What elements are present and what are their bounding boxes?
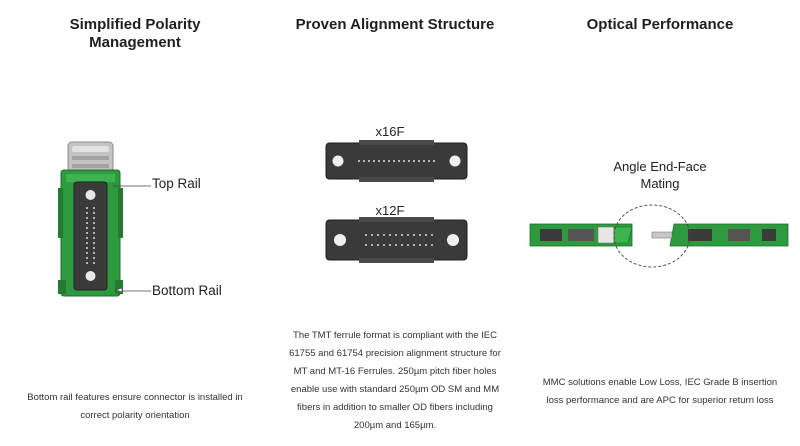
angle-end-face-label: Angle End-Face Mating <box>613 159 707 191</box>
alignment-section: Proven Alignment Structure x16F x12F Th <box>270 0 520 446</box>
optical-section: Optical Performance Angle End-Face Matin… <box>520 0 800 446</box>
bottom-rail-label: Bottom Rail <box>152 283 222 298</box>
ferrule-16-illustration <box>325 140 468 182</box>
ferrule-12-illustration <box>325 217 468 263</box>
polarity-description: Bottom rail features ensure connector is… <box>27 392 243 421</box>
optical-description: MMC solutions enable Low Loss, IEC Grade… <box>542 377 778 406</box>
ferrule-12-label: x12F <box>375 203 405 218</box>
polarity-section: Simplified Polarity Management <box>0 0 270 446</box>
polarity-title: Simplified Polarity Management <box>69 16 201 51</box>
alignment-title: Proven Alignment Structure <box>295 16 495 33</box>
ferrule-16-label: x16F <box>375 124 405 139</box>
optical-title: Optical Performance <box>586 16 734 33</box>
top-rail-label: Top Rail <box>152 176 201 191</box>
angle-mating-illustration <box>529 204 789 268</box>
top-rail-pointer <box>123 185 151 187</box>
bottom-rail-pointer <box>123 290 151 292</box>
connector-illustration <box>58 141 123 297</box>
alignment-description: The TMT ferrule format is compliant with… <box>289 330 501 431</box>
